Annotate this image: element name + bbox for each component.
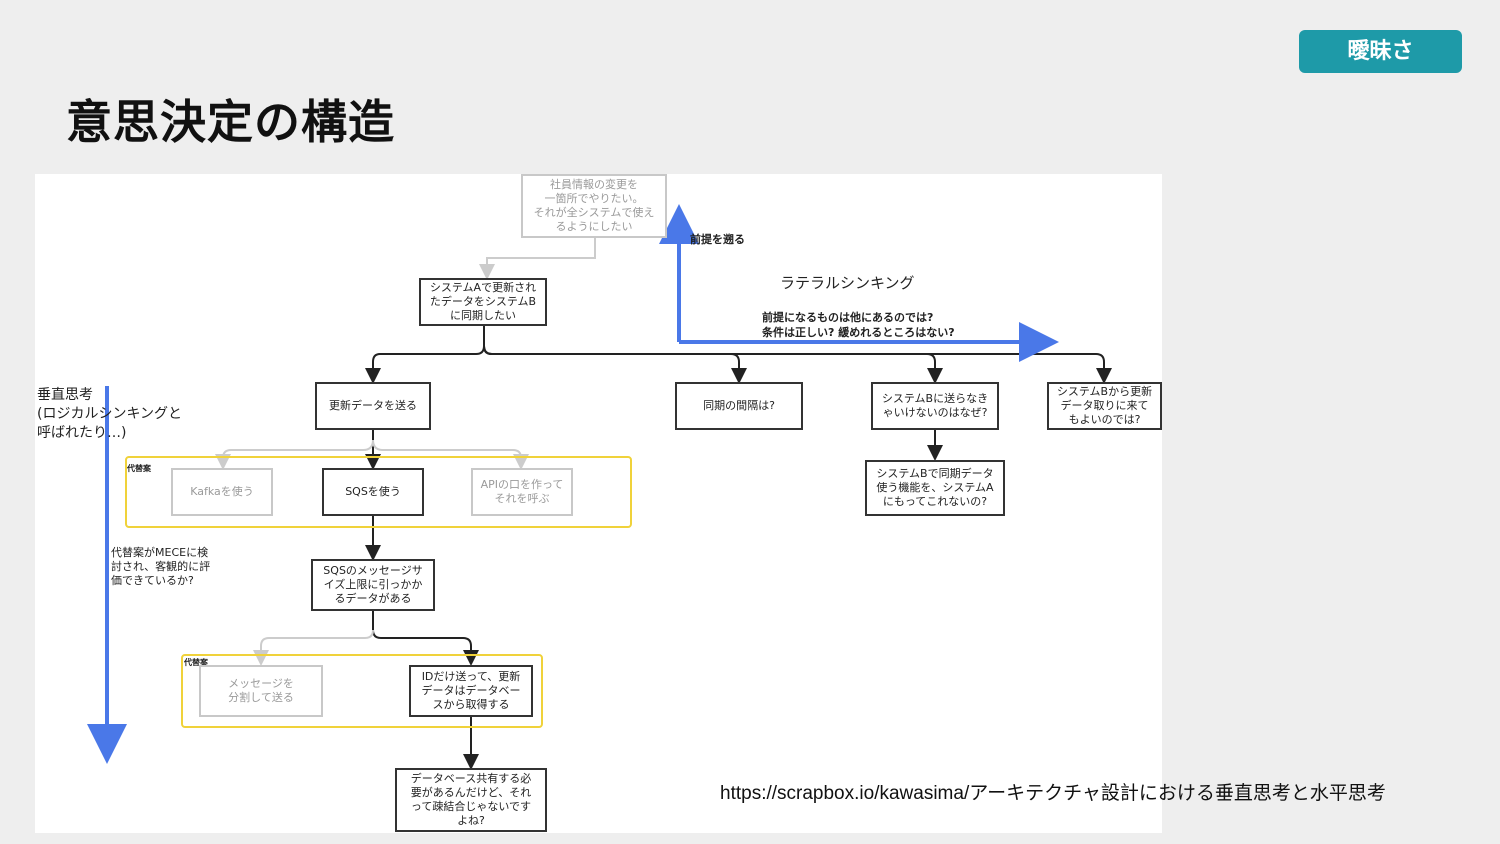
- decision-structure-diagram: 社員情報の変更を 一箇所でやりたい。 それが全システムで使え るようにしたい シ…: [35, 174, 1162, 833]
- ambiguity-badge: 曖昧さ: [1299, 30, 1462, 73]
- sqs-node: SQSを使う: [322, 468, 424, 516]
- b-fetch-node: システムBから更新 データ取りに来て もよいのでは?: [1047, 382, 1162, 430]
- api-node: APIの口を作って それを呼ぶ: [471, 468, 573, 516]
- id-only-node: IDだけ送って、更新 データはデータベー スから取得する: [409, 665, 533, 717]
- shared-db-node: データベース共有する必 要があるんだけど、それ って疎結合じゃないです よね?: [395, 768, 547, 832]
- vertical-thinking-label: 垂直思考 (ロジカルシンキングと 呼ばれたり…): [37, 387, 183, 441]
- b-sync-feature-node: システムBで同期データ 使う機能を、システムA にもってこれないの?: [865, 460, 1005, 516]
- why-send-node: システムBに送らなき ゃいけないのはなぜ?: [871, 382, 999, 430]
- source-url: https://scrapbox.io/kawasima/アーキテクチャ設計にお…: [720, 783, 1386, 804]
- alternatives-frame-1: [125, 456, 632, 528]
- lateral-note: 前提になるものは他にあるのでは? 条件は正しい? 緩めれるところはない?: [762, 311, 955, 339]
- sync-interval-node: 同期の間隔は?: [675, 382, 803, 430]
- lateral-up-label: 前提を遡る: [690, 233, 745, 246]
- alternatives-label-1: 代替案: [127, 464, 151, 473]
- send-update-node: 更新データを送る: [315, 382, 431, 430]
- alternatives-label-2: 代替案: [184, 658, 208, 667]
- lateral-thinking-title: ラテラルシンキング: [780, 274, 915, 292]
- diagram-connectors: [87, 204, 1112, 770]
- page-title: 意思決定の構造: [66, 95, 395, 149]
- split-message-node: メッセージを 分割して送る: [199, 665, 323, 717]
- alternatives-frame-2: [181, 654, 543, 728]
- mece-note: 代替案がMECEに検 討され、客観的に評 価できているか?: [111, 546, 211, 587]
- sqs-limit-node: SQSのメッセージサ イズ上限に引っかか るデータがある: [311, 559, 435, 611]
- sync-requirement-node: システムAで更新され たデータをシステムB に同期したい: [419, 278, 547, 326]
- kafka-node: Kafkaを使う: [171, 468, 273, 516]
- goal-node: 社員情報の変更を 一箇所でやりたい。 それが全システムで使え るようにしたい: [521, 174, 667, 238]
